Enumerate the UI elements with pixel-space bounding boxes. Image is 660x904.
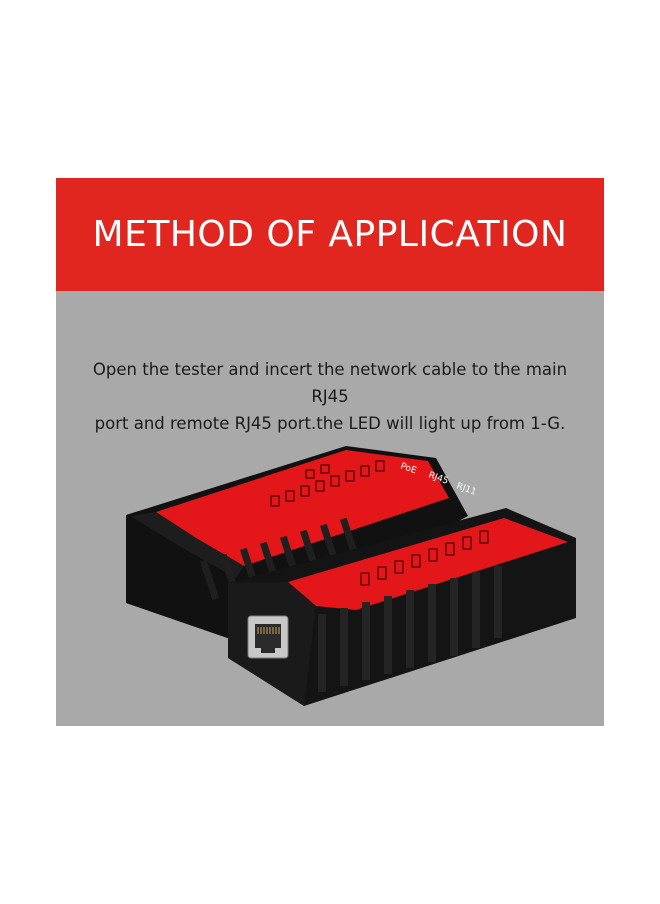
cable-tester-image: PoE RJ45 RJ11 (126, 446, 576, 706)
main-unit-top-edge (130, 512, 244, 578)
instruction-text: Open the tester and incert the network c… (74, 356, 586, 437)
main-unit-panel (156, 450, 449, 566)
main-led-markings (270, 460, 385, 507)
title-banner: METHOD OF APPLICATION (56, 178, 604, 291)
instruction-line-1: Open the tester and incert the network c… (92, 360, 568, 406)
instruction-line-2: port and remote RJ45 port.the LED will l… (94, 414, 566, 433)
product-panel: METHOD OF APPLICATION Open the tester an… (56, 178, 604, 726)
remote-led-markings (360, 530, 489, 586)
banner-title: METHOD OF APPLICATION (92, 214, 568, 255)
port-label-rj11: RJ11 (455, 481, 478, 497)
rj45-port-icon (247, 615, 289, 659)
remote-unit-panel (288, 518, 568, 610)
remote-unit-grips (318, 566, 502, 692)
